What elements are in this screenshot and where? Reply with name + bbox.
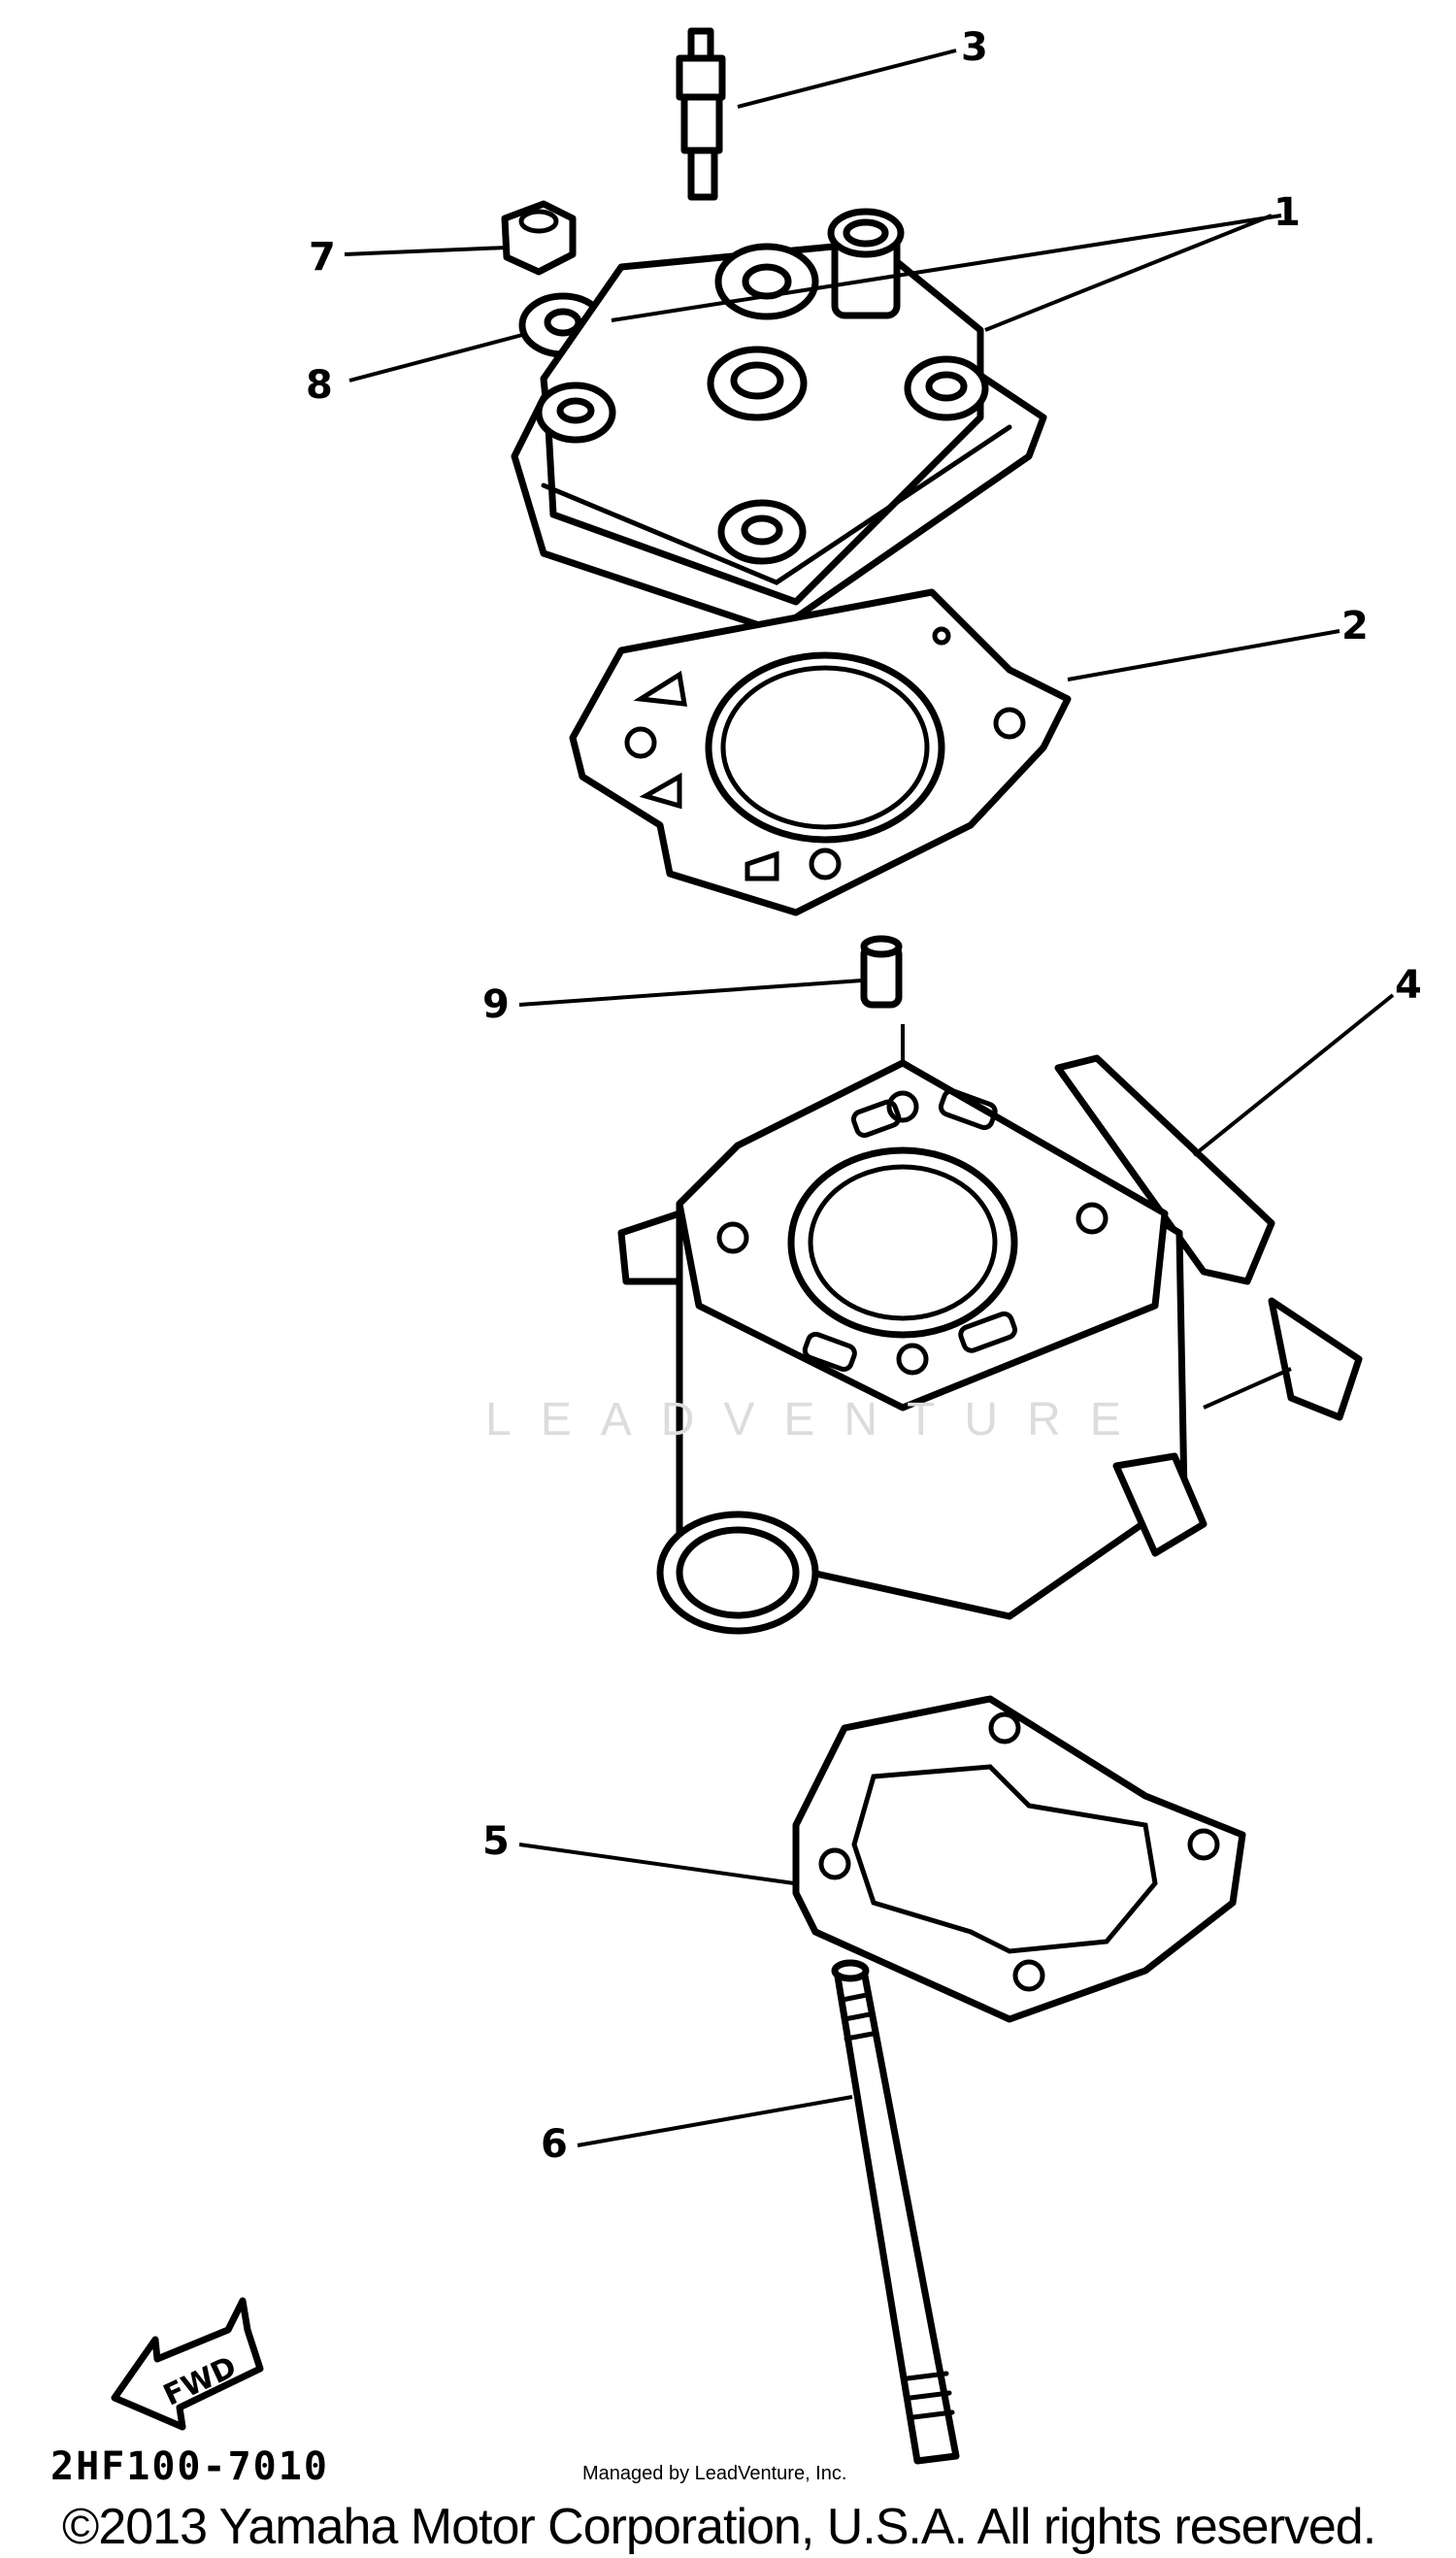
callout-5: 5 (482, 1819, 510, 1864)
diagram-code: 2HF100-7010 (50, 2444, 329, 2489)
leader-lines (344, 49, 1395, 2147)
watermark: LEADVENTURE (485, 1394, 1150, 1445)
callout-4: 4 (1395, 963, 1422, 1008)
callout-2: 2 (1341, 604, 1369, 648)
callout-3: 3 (961, 25, 988, 70)
nut-part (501, 200, 577, 276)
callout-1: 1 (1274, 190, 1301, 235)
callout-9: 9 (482, 982, 510, 1027)
stud-bolt-part (831, 1959, 960, 2465)
callout-7: 7 (309, 235, 336, 280)
cylinder-head-part (511, 208, 1047, 635)
spark-plug-part (676, 27, 726, 201)
base-gasket-part (792, 1695, 1246, 2023)
callout-6: 6 (541, 2122, 568, 2167)
managed-by-notice: Managed by LeadVenture, Inc. (582, 2463, 847, 2484)
fwd-arrow-icon: FWD (111, 2297, 264, 2431)
callout-8: 8 (306, 363, 333, 408)
cylinder-part (617, 1054, 1363, 1635)
head-gasket-part (569, 588, 1072, 916)
copyright-notice: ©2013 Yamaha Motor Corporation, U.S.A. A… (62, 2499, 1376, 2555)
